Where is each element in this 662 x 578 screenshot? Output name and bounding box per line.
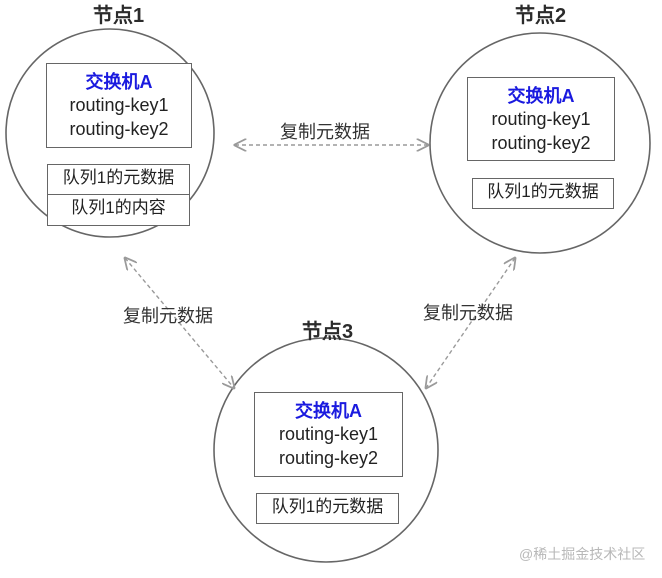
node-3-routing-key-2: routing-key2: [278, 448, 379, 468]
node-1-title: 节点1: [93, 5, 145, 27]
edge-node2-node3: [426, 258, 515, 388]
edge-label-node1-node2: 复制元数据: [280, 122, 370, 142]
node-1-routing-key-2: routing-key2: [69, 119, 169, 139]
node-3-title: 节点3: [302, 321, 354, 343]
node-3-queue-metadata: 队列1的元数据: [256, 493, 399, 524]
node-2-routing-key-1: routing-key1: [491, 109, 591, 129]
node-2-title: 节点2: [515, 5, 567, 27]
node-2-routing-key-2: routing-key2: [491, 133, 591, 153]
node-1-exchange-name: 交换机A: [85, 72, 153, 92]
node-1-exchange-box: 交换机A routing-key1 routing-key2: [46, 63, 192, 148]
node-2-exchange-box: 交换机A routing-key1 routing-key2: [467, 77, 615, 161]
node-3-exchange-name: 交换机A: [295, 401, 362, 421]
edge-label-node2-node3: 复制元数据: [423, 303, 513, 323]
node-1-routing-key-1: routing-key1: [69, 95, 169, 115]
node-2-exchange-name: 交换机A: [507, 86, 575, 106]
node-3-exchange-box: 交换机A routing-key1 routing-key2: [254, 392, 403, 477]
edge-label-node1-node3: 复制元数据: [123, 306, 213, 326]
edge-node1-node3: [125, 258, 234, 388]
node-3-routing-key-1: routing-key1: [278, 424, 379, 444]
node-2-queue-metadata: 队列1的元数据: [472, 178, 614, 209]
node-1-queue-content: 队列1的内容: [47, 195, 190, 226]
node-1-queue-metadata: 队列1的元数据: [47, 164, 190, 195]
watermark: @稀土掘金技术社区: [519, 546, 646, 562]
